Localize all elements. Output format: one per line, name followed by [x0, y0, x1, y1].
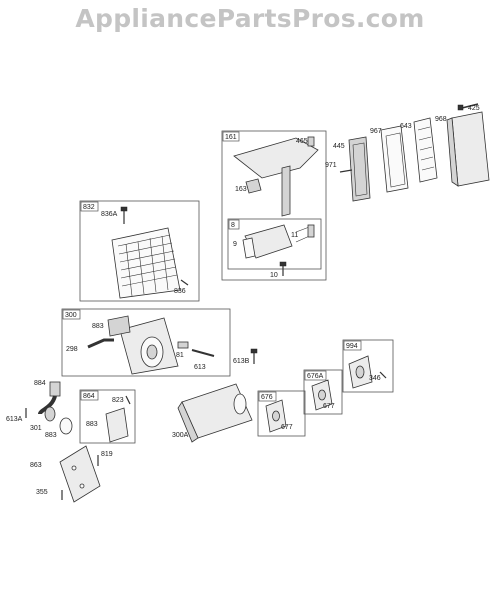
clip-465[interactable]: [307, 136, 315, 147]
screw-823[interactable]: [125, 395, 131, 405]
label-643: 643: [400, 123, 412, 130]
label-836: 836: [174, 288, 186, 295]
bracket-864[interactable]: [105, 407, 129, 443]
tag-8: 8: [228, 219, 240, 230]
filter-element-967[interactable]: [380, 125, 409, 193]
group-box-676A: [303, 369, 343, 415]
group-box-300: [61, 308, 231, 377]
label-425: 425: [468, 105, 480, 112]
tag-864: 864: [80, 390, 99, 401]
screw-10[interactable]: [279, 261, 287, 276]
label-613B: 613B: [233, 358, 250, 365]
label-613: 613: [194, 364, 206, 371]
muffler-deflector-994[interactable]: [348, 355, 373, 389]
tag-161: 161: [222, 131, 240, 142]
tag-832: 832: [80, 201, 99, 212]
label-355: 355: [36, 489, 48, 496]
bracket-863[interactable]: [59, 445, 101, 503]
tag-994: 994: [343, 340, 362, 351]
gasket-883[interactable]: [59, 417, 73, 435]
deflector-676A[interactable]: [311, 379, 333, 411]
muffler-300[interactable]: [107, 315, 179, 375]
cover-968[interactable]: [446, 111, 490, 187]
label-884: 884: [34, 380, 46, 387]
screw-346[interactable]: [379, 371, 387, 379]
exhaust-pipe-298[interactable]: [87, 338, 114, 349]
stud-613[interactable]: [191, 349, 215, 357]
label-823: 823: [112, 397, 124, 404]
tag-676A: 676A: [304, 370, 327, 381]
gasket-163[interactable]: [245, 178, 262, 194]
group-box-864: [79, 389, 136, 444]
label-10: 10: [270, 272, 278, 279]
label-677-676: 677: [281, 424, 293, 431]
label-445: 445: [333, 143, 345, 150]
gasket-445[interactable]: [348, 136, 371, 202]
label-300A: 300A: [172, 432, 189, 439]
gasket-301[interactable]: [44, 406, 56, 422]
label-11: 11: [291, 232, 298, 239]
label-9: 9: [233, 241, 237, 248]
group-box-8: [227, 218, 322, 270]
tag-676: 676: [258, 391, 277, 402]
group-box-161: [221, 130, 327, 281]
label-346: 346: [369, 375, 381, 382]
watermark-text: AppliancePartsPros.com: [75, 4, 425, 33]
label-863: 863: [30, 462, 42, 469]
pre-cleaner-643[interactable]: [413, 117, 438, 183]
label-465: 465: [296, 138, 308, 145]
screw-836A[interactable]: [120, 206, 128, 224]
group-box-676: [257, 390, 306, 437]
deflector-676[interactable]: [265, 399, 287, 433]
nut-81[interactable]: [177, 341, 189, 349]
label-968: 968: [435, 116, 447, 123]
svg-text:676A: 676A: [307, 373, 324, 380]
label-298: 298: [66, 346, 78, 353]
tag-300: 300: [62, 309, 81, 320]
exhaust-elbow-884[interactable]: [38, 381, 61, 415]
breather-tube-11[interactable]: [295, 224, 315, 243]
screw-971[interactable]: [339, 169, 353, 173]
screw-613B[interactable]: [250, 348, 258, 364]
label-819: 819: [101, 451, 113, 458]
label-883-lower: 883: [45, 432, 57, 439]
svg-text:8: 8: [231, 222, 235, 229]
screw-836[interactable]: [180, 279, 189, 286]
label-883-bracket: 883: [86, 421, 98, 428]
label-883-muffler: 883: [92, 323, 104, 330]
muffler-guard-832[interactable]: [111, 227, 181, 299]
muffler-300A[interactable]: [177, 383, 253, 443]
air-cleaner-base-161[interactable]: [233, 137, 319, 217]
screw-425[interactable]: [457, 103, 479, 111]
svg-text:300: 300: [65, 312, 77, 319]
label-677-676A: 677: [323, 403, 335, 410]
label-971: 971: [325, 162, 337, 169]
svg-text:864: 864: [83, 393, 95, 400]
label-81: 81: [176, 352, 184, 359]
svg-text:161: 161: [225, 134, 237, 141]
svg-text:676: 676: [261, 394, 273, 401]
label-163: 163: [235, 186, 247, 193]
group-box-994: [342, 339, 394, 393]
svg-text:832: 832: [83, 204, 95, 211]
svg-text:994: 994: [346, 343, 358, 350]
label-301: 301: [30, 425, 42, 432]
label-967: 967: [370, 128, 382, 135]
label-836A: 836A: [101, 211, 118, 218]
label-613A: 613A: [6, 416, 23, 423]
gasket-9[interactable]: [242, 237, 256, 259]
group-box-832: [79, 200, 200, 302]
